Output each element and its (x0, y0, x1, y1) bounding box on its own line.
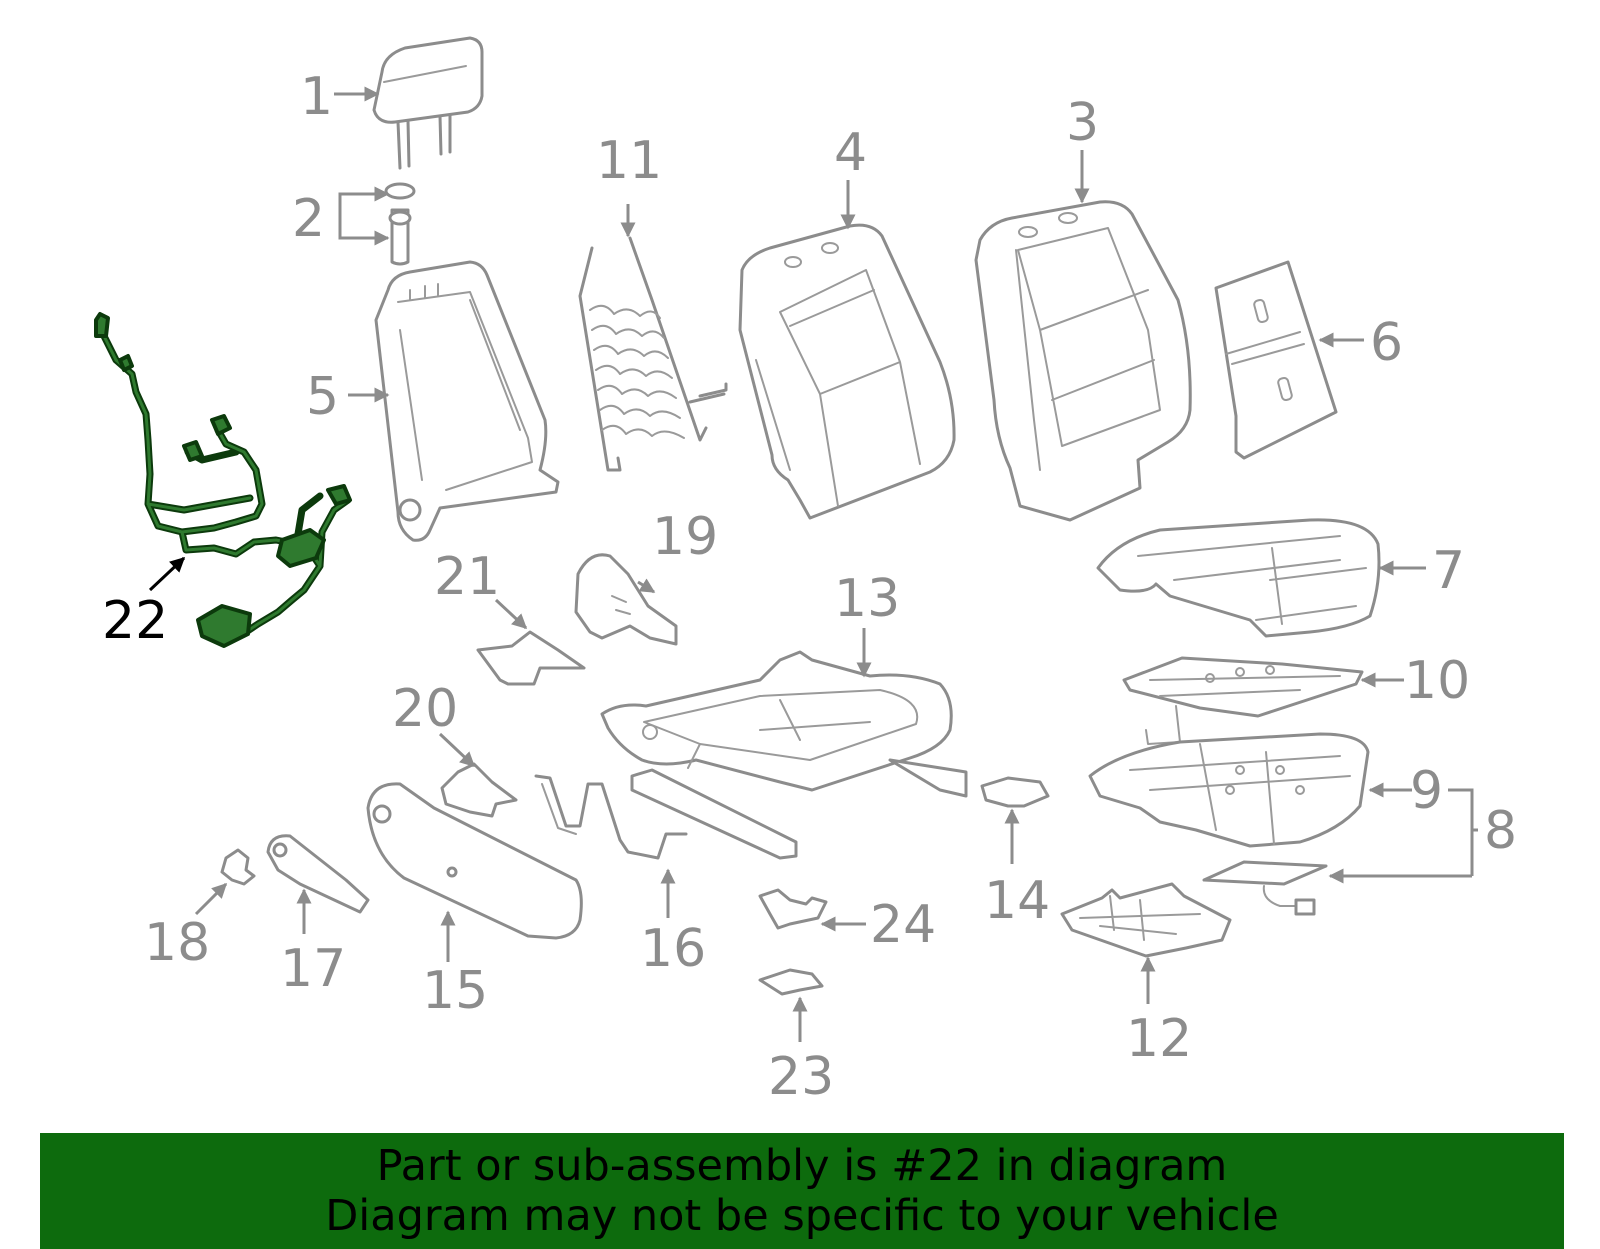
callout-19: 19 (652, 507, 718, 567)
callout-9: 9 (1410, 761, 1443, 821)
callout-17: 17 (280, 939, 346, 999)
part-24-bracket (758, 888, 828, 930)
callout-10: 10 (1404, 651, 1470, 711)
part-5-seatback-frame (374, 260, 560, 542)
callout-11: 11 (596, 131, 662, 191)
part-4-seatback-pad (738, 223, 956, 520)
callout-24: 24 (870, 895, 936, 955)
callout-18: 18 (144, 913, 210, 973)
part-11-spring-mat (578, 236, 728, 472)
callout-15: 15 (422, 961, 488, 1021)
callout-5: 5 (306, 367, 339, 427)
callout-14: 14 (984, 871, 1050, 931)
leader-lines (148, 86, 1478, 1042)
part-23-clip (758, 968, 824, 996)
callout-labels: 1 2 3 4 5 6 7 8 9 10 11 12 13 14 15 16 1… (102, 67, 1517, 1107)
banner-line-part: Part or sub-assembly is #22 in diagram (376, 1141, 1228, 1191)
banner-line-disclaimer: Diagram may not be specific to your vehi… (325, 1191, 1279, 1241)
callout-6: 6 (1370, 313, 1403, 373)
part-1-headrest (372, 36, 484, 170)
part-7-cushion-cover (1096, 518, 1381, 638)
part-8-sensor (1202, 860, 1328, 916)
info-banner: Part or sub-assembly is #22 in diagram D… (40, 1133, 1564, 1249)
part-14-clip (980, 776, 1050, 808)
part-9-cushion-pad (1088, 732, 1370, 848)
callout-8: 8 (1484, 801, 1517, 861)
part-20-cover (440, 762, 518, 818)
part-17-handle (266, 834, 370, 914)
part-21-bracket (476, 630, 586, 686)
callout-22: 22 (102, 591, 168, 651)
part-16-rod (534, 774, 688, 860)
part-10-mat (1122, 656, 1364, 745)
part-3-seatback-cover (974, 200, 1192, 522)
part-19-trim (574, 553, 678, 646)
callout-21: 21 (434, 547, 500, 607)
callout-20: 20 (392, 679, 458, 739)
callout-2: 2 (292, 189, 325, 249)
callout-13: 13 (834, 569, 900, 629)
callout-4: 4 (834, 123, 867, 183)
part-12-bracket (1060, 882, 1232, 958)
part-15-side-shield (366, 782, 583, 940)
part-2-guide (384, 182, 416, 266)
part-18-clip (220, 848, 256, 886)
callout-12: 12 (1126, 1009, 1192, 1069)
part-22-wiring-harness (94, 312, 352, 648)
callout-3: 3 (1066, 93, 1099, 153)
callout-7: 7 (1432, 541, 1465, 601)
callout-1: 1 (300, 67, 333, 127)
part-6-panel (1214, 260, 1338, 460)
callout-16: 16 (640, 919, 706, 979)
callout-23: 23 (768, 1047, 834, 1107)
part-13-cushion-frame (600, 650, 968, 860)
